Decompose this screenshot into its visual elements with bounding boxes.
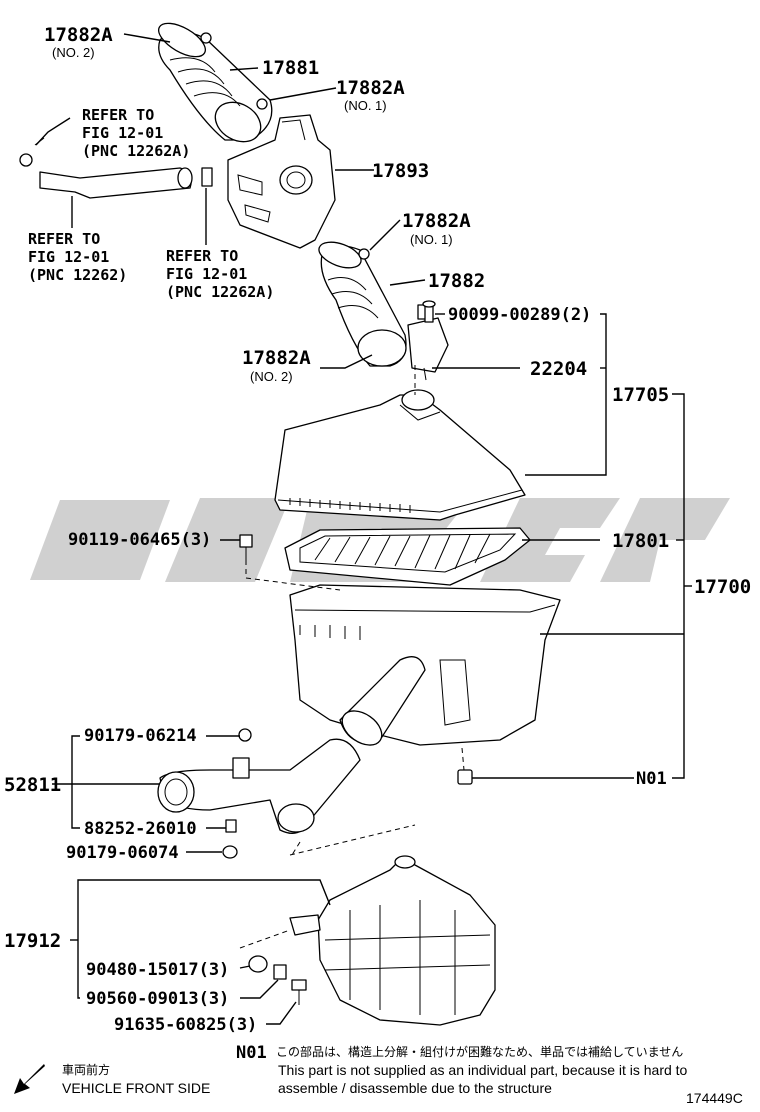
cleaner-cap-17705 (274, 389, 526, 521)
clip-12262a (201, 167, 213, 187)
label-90119-06465: 90119-06465(3) (68, 530, 211, 550)
refer-note-3-line-2: FIG 12-01 (166, 265, 247, 283)
front-label-en: VEHICLE FRONT SIDE (62, 1080, 210, 1096)
label-17881: 17881 (262, 57, 319, 79)
screw-90099 (422, 300, 436, 323)
label-17882a-no2-top: 17882A (44, 24, 113, 46)
label-17893: 17893 (372, 160, 429, 182)
refer-note-2-line-1: REFER TO (28, 230, 100, 248)
label-17882a-no1-top-sub: (NO. 1) (344, 98, 387, 113)
label-17882a-no1-top: 17882A (336, 77, 405, 99)
dashed-guides (239, 365, 465, 949)
n01-footnote-en-2: assemble / disassemble due to the struct… (278, 1080, 552, 1096)
label-90179-06074: 90179-06074 (66, 843, 179, 863)
hose-17881 (158, 22, 273, 143)
label-17882a-no1-mid-sub: (NO. 1) (410, 232, 453, 247)
refer-note-3: REFER TO FIG 12-01 (PNC 12262A) (166, 247, 274, 301)
hose-17882 (318, 241, 407, 367)
leader-lines (35, 33, 692, 1025)
label-17700: 17700 (694, 576, 751, 598)
refer-note-1-line-3: (PNC 12262A) (82, 142, 190, 160)
resonator-17893 (227, 114, 336, 249)
label-17882a-no2-mid-sub: (NO. 2) (250, 369, 293, 384)
refer-note-3-line-3: (PNC 12262A) (166, 283, 274, 301)
bolt-90119 (239, 534, 253, 560)
n01-footnote-jp: この部品は、構造上分解・組付けが困難なため、単品では補給していません (276, 1044, 683, 1059)
n01-footnote-label: N01 (236, 1043, 267, 1063)
label-n01: N01 (636, 769, 667, 789)
grommet-n01 (457, 769, 473, 785)
refer-note-1: REFER TO FIG 12-01 (PNC 12262A) (82, 106, 190, 160)
hose-refer-12262 (19, 137, 193, 199)
refer-note-1-line-1: REFER TO (82, 106, 154, 124)
label-91635-60825: 91635-60825(3) (114, 1015, 257, 1035)
filter-element-17801 (284, 527, 531, 586)
refer-note-2-line-2: FIG 12-01 (28, 248, 109, 266)
refer-note-2: REFER TO FIG 12-01 (PNC 12262) (28, 230, 127, 284)
resonator-17912 (289, 855, 496, 1026)
label-17882a-no2-top-sub: (NO. 2) (52, 45, 95, 60)
figure-id: 174449C (686, 1090, 743, 1106)
label-90560-09013: 90560-09013(3) (86, 989, 229, 1009)
label-22204: 22204 (530, 358, 587, 380)
nut-90179-06074 (222, 845, 238, 859)
grommet-90480 (248, 955, 268, 973)
label-17801: 17801 (612, 530, 669, 552)
cleaner-case (289, 584, 561, 746)
label-17882: 17882 (428, 270, 485, 292)
label-17912: 17912 (4, 930, 61, 952)
bolt-91635 (291, 979, 307, 1005)
label-17705: 17705 (612, 384, 669, 406)
label-88252-26010: 88252-26010 (84, 819, 197, 839)
label-17882a-no2-mid: 17882A (242, 347, 311, 369)
n01-footnote: N01 この部品は、構造上分解・組付けが困難なため、単品では補給していません T… (236, 1043, 688, 1096)
arrow-down-left-icon (14, 1064, 45, 1094)
label-90480-15017: 90480-15017(3) (86, 960, 229, 980)
n01-footnote-en-1: This part is not supplied as an individu… (278, 1062, 688, 1078)
vehicle-front-indicator: 車両前方 VEHICLE FRONT SIDE (14, 1062, 210, 1096)
front-label-jp: 車両前方 (62, 1062, 110, 1077)
label-90099-00289: 90099-00289(2) (448, 305, 591, 325)
refer-note-2-line-3: (PNC 12262) (28, 266, 127, 284)
label-17882a-no1-mid: 17882A (402, 210, 471, 232)
duct-52811 (157, 728, 361, 834)
refer-note-1-line-2: FIG 12-01 (82, 124, 163, 142)
label-90179-06214: 90179-06214 (84, 726, 197, 746)
refer-note-3-line-1: REFER TO (166, 247, 238, 265)
clip-88252 (225, 819, 237, 833)
collar-90560 (273, 964, 287, 980)
label-52811: 52811 (4, 774, 61, 796)
